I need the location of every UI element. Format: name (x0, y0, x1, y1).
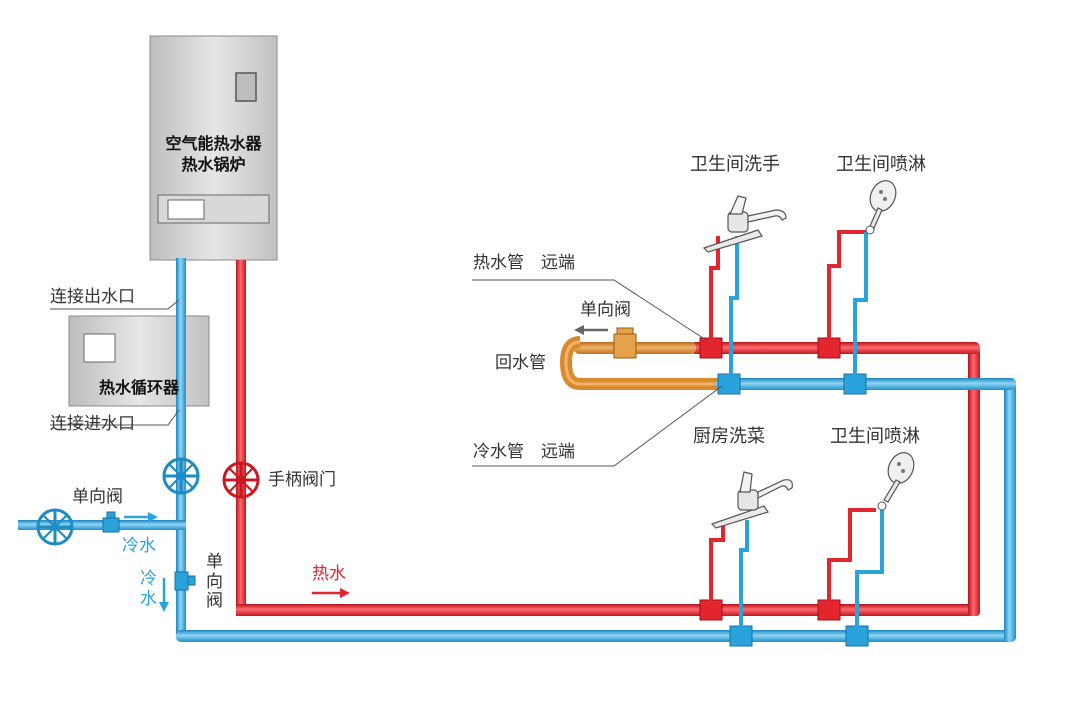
cold-flow-arrow-horizontal (124, 512, 158, 522)
riser-bath-shower-bottom (827, 508, 884, 628)
shower-head-icon-top (865, 180, 897, 235)
check-valve-inlet-label: 单向阀 (72, 487, 123, 507)
check-valve-vertical-char-3: 阀 (206, 591, 223, 612)
faucet-icon-kitchen (710, 471, 793, 529)
shower-head-icon-bottom (877, 452, 915, 511)
heater-indicator-icon (235, 72, 257, 102)
hot-water-pipe (236, 260, 980, 616)
riser-kitchen (709, 520, 749, 628)
heater-display-icon (167, 199, 205, 220)
handle-valve-cold-inlet[interactable] (36, 508, 74, 546)
bath-shower-bottom-label: 卫生间喷淋 (830, 426, 920, 447)
check-valve-inlet (102, 511, 120, 533)
inlet-label: 连接进水口 (50, 414, 135, 434)
bath-wash-label: 卫生间洗手 (690, 154, 780, 175)
faucet-icon-bath (702, 195, 787, 253)
bath-shower-top-label: 卫生间喷淋 (836, 154, 926, 175)
check-valve-vertical (174, 571, 196, 591)
hot-flow-arrow (312, 588, 350, 598)
cold-pipe-far-label: 冷水管 远端 (473, 442, 575, 462)
handle-valve-cold-vertical[interactable] (162, 457, 200, 495)
check-valve-vertical-char-1: 单 (206, 552, 223, 572)
handle-valve-label: 手柄阀门 (268, 470, 336, 490)
check-valve-return-label: 单向阀 (580, 300, 631, 320)
circulator-display-icon (83, 333, 116, 363)
riser-bath-wash (709, 236, 739, 378)
heater-title: 空气能热水器 热水锅炉 (150, 134, 277, 176)
water-heater-unit (149, 35, 278, 261)
return-pipe-label: 回水管 (495, 353, 546, 373)
hot-pipe-far-label: 热水管 远端 (473, 253, 575, 273)
cold-water-vertical-char-1: 冷 (140, 569, 157, 589)
riser-bath-shower-top (827, 230, 868, 378)
cold-flow-arrow-vertical (159, 578, 169, 612)
check-valve-vertical-char-2: 向 (206, 571, 223, 592)
handle-valve-hot[interactable] (222, 461, 260, 499)
outlet-label: 连接出水口 (50, 287, 135, 307)
tee-fittings (699, 337, 869, 647)
return-flow-arrow (574, 325, 608, 335)
hot-water-label: 热水 (312, 564, 346, 584)
kitchen-label: 厨房洗菜 (693, 426, 765, 447)
leader-lines (50, 279, 723, 467)
cold-water-vertical-char-2: 水 (140, 588, 157, 609)
check-valve-return (613, 327, 637, 359)
circulator-title: 热水循环器 (98, 378, 179, 397)
check-valve-vertical-label: 单 向 阀 (206, 552, 223, 612)
heater-title-line1: 空气能热水器 (165, 134, 262, 153)
cold-water-vertical-label: 冷 水 (140, 569, 157, 609)
cold-water-horizontal-label: 冷水 (122, 536, 156, 556)
heater-title-line2: 热水锅炉 (181, 154, 246, 174)
